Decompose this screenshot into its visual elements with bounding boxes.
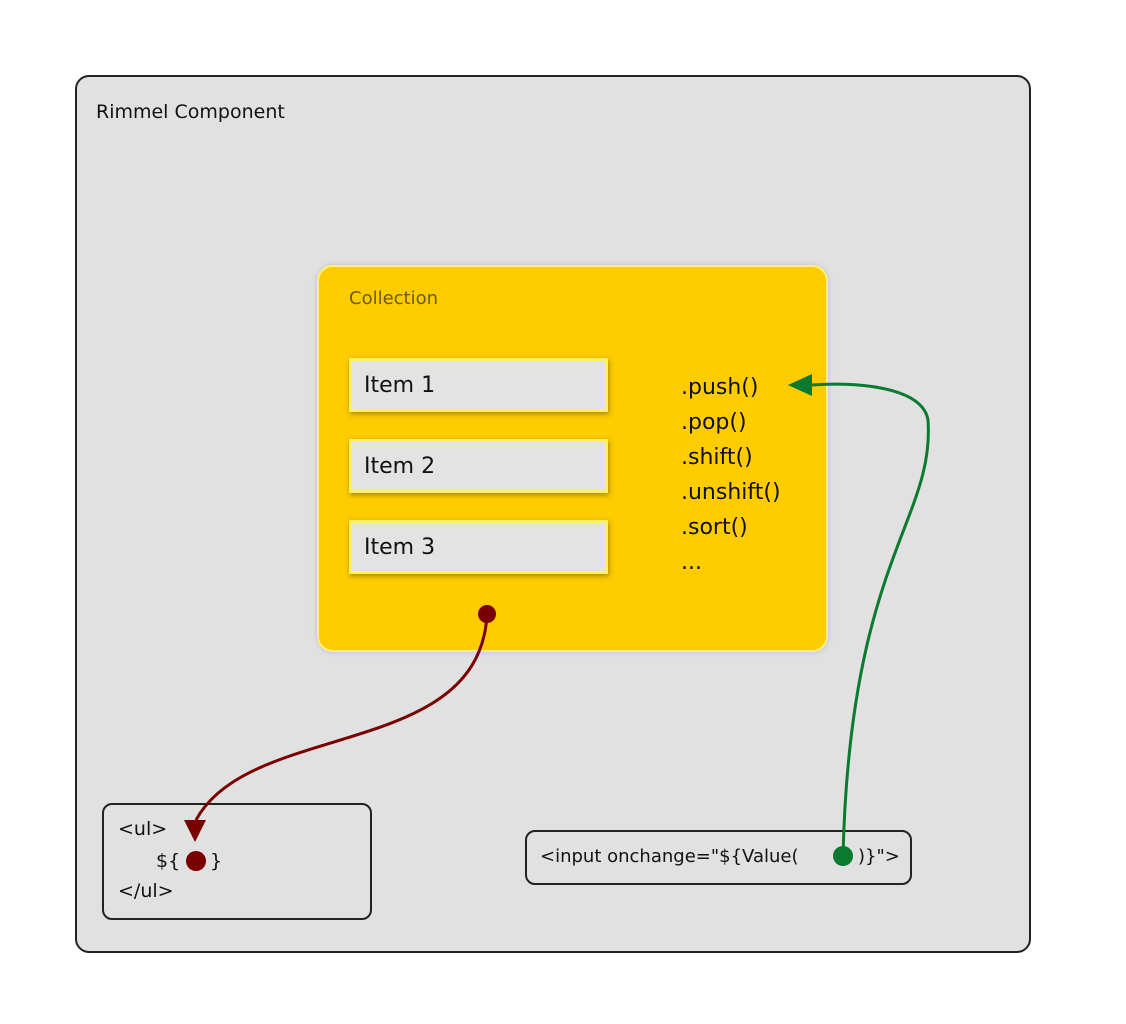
ul-interp-close: } [210, 850, 223, 872]
method-unshift: .unshift() [681, 480, 781, 505]
input-template-suffix: )}"> [858, 846, 900, 867]
collection-item-label: Item 1 [364, 373, 436, 398]
method-sort: .sort() [681, 515, 748, 540]
ul-close-tag: </ul> [118, 880, 174, 902]
collection-item: Item 2 [349, 439, 608, 493]
ul-interp-open: ${ [156, 850, 181, 872]
collection-title: Collection [349, 288, 439, 309]
collection-item: Item 1 [349, 358, 608, 412]
method-ellipsis: ... [681, 550, 702, 575]
method-push: .push() [681, 375, 759, 400]
collection-item-label: Item 2 [364, 454, 436, 479]
method-shift: .shift() [681, 445, 753, 470]
input-template-prefix: <input onchange="${Value( [540, 846, 799, 867]
collection-methods-list: .push() .pop() .shift() .unshift() .sort… [681, 370, 781, 580]
collection-item-label: Item 3 [364, 535, 436, 560]
collection-item: Item 3 [349, 520, 608, 574]
method-pop: .pop() [681, 410, 747, 435]
ul-template-box [102, 803, 372, 920]
component-title: Rimmel Component [96, 101, 285, 123]
ul-open-tag: <ul> [118, 818, 168, 840]
